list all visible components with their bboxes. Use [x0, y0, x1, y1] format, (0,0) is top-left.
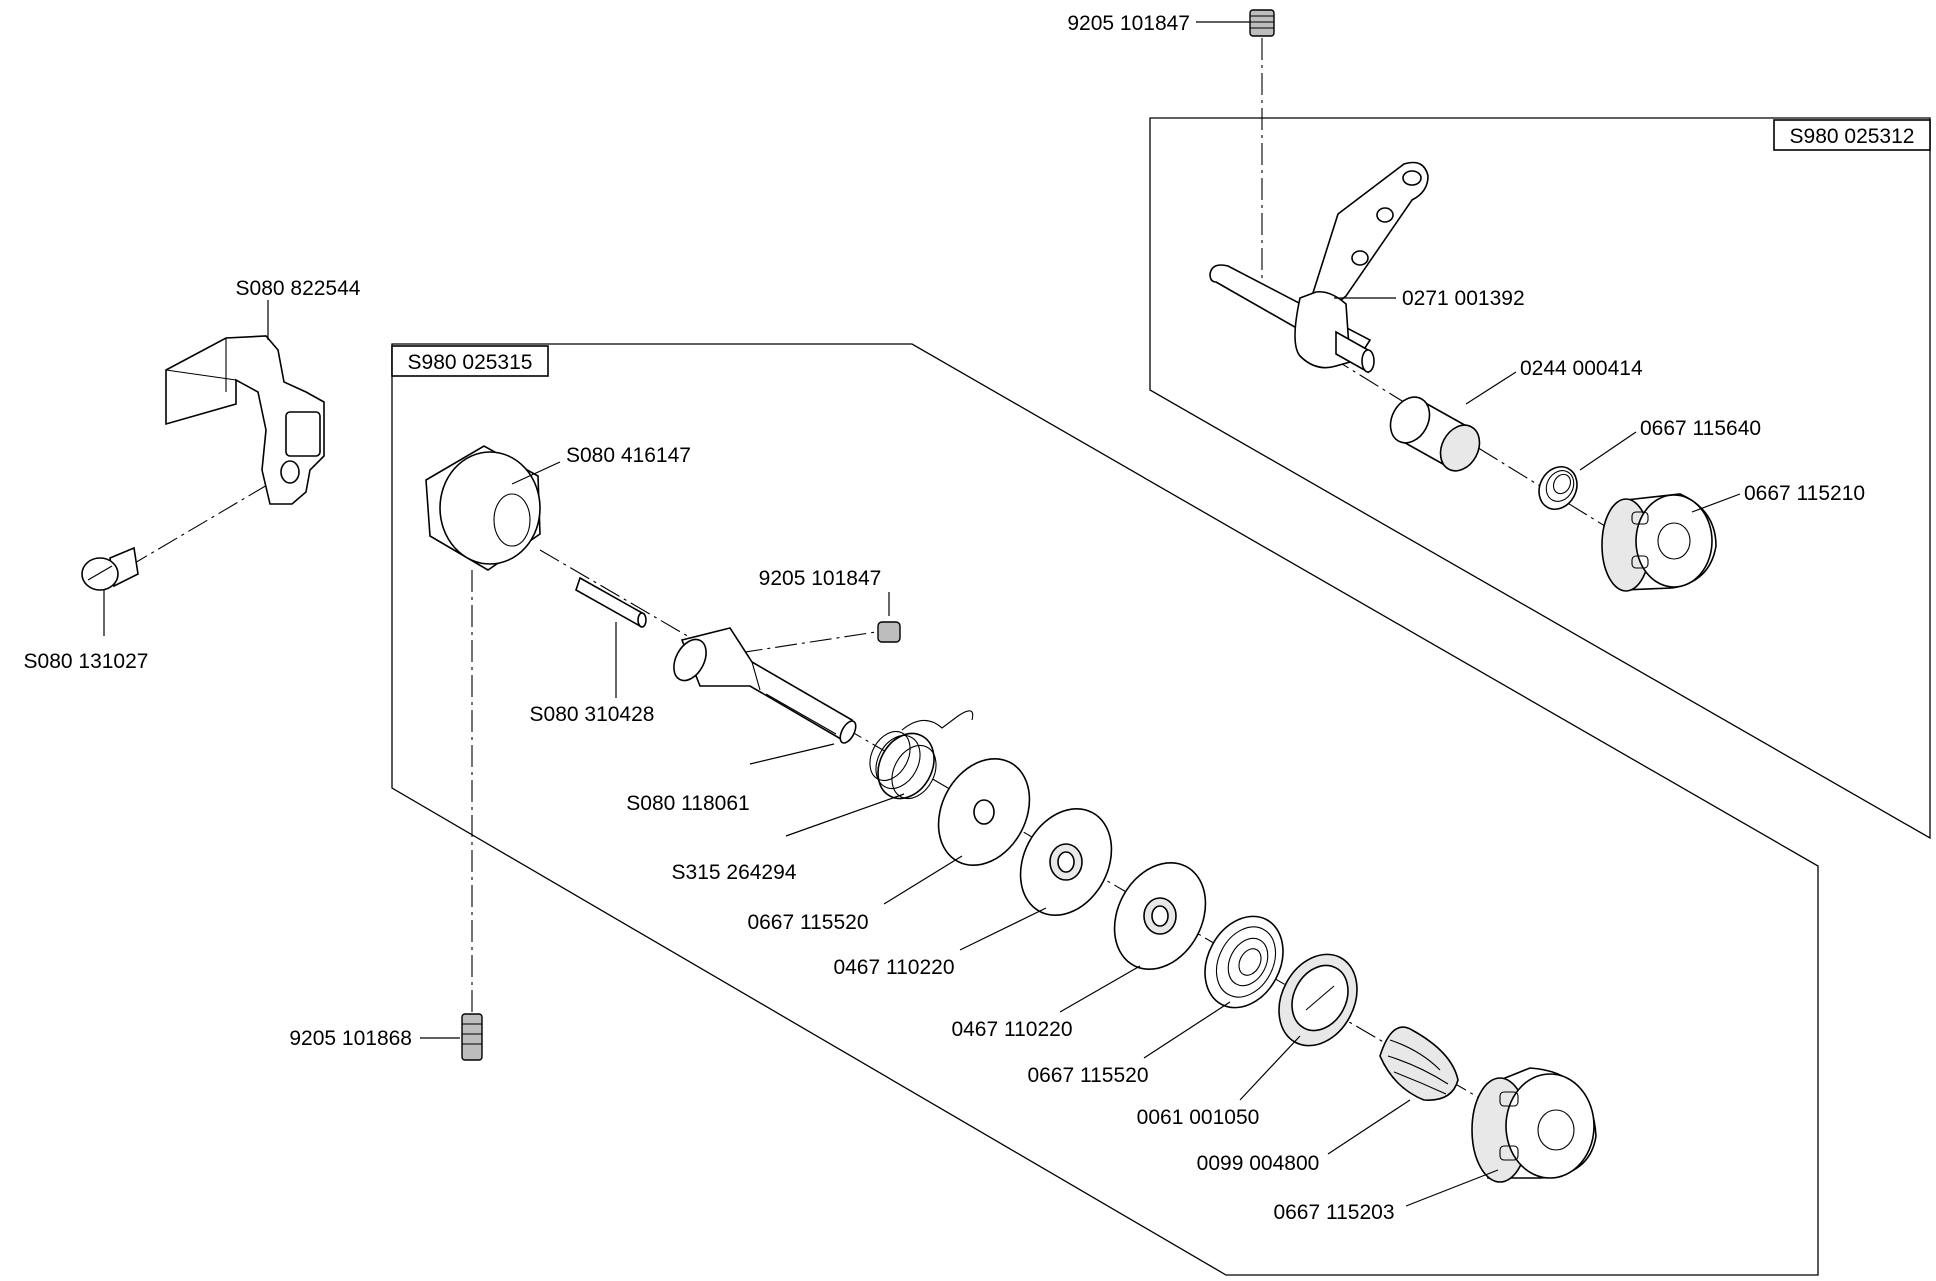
label-p13: 0667 115520: [747, 911, 868, 934]
label-p1: 9205 101847: [1067, 12, 1190, 35]
label-p12: S315 264294: [672, 861, 797, 884]
set-screw-center: [877, 621, 901, 643]
leader-p8: [511, 461, 561, 485]
leader-p16: [1143, 1001, 1231, 1059]
leader-p4: [1579, 431, 1637, 471]
label-p18: 0099 004800: [1197, 1152, 1320, 1175]
leader-p18: [1327, 1099, 1411, 1155]
dowel-pin: [575, 576, 647, 628]
tension-disc-b: [1113, 861, 1207, 971]
assembly-tag-center: S980 025315: [391, 345, 549, 377]
conical-spring: [1379, 1026, 1459, 1101]
leader-p17: [1239, 1035, 1301, 1101]
label-p11: S080 118061: [626, 792, 749, 815]
label-p2: 0271 001392: [1402, 287, 1525, 310]
label-p14: 0467 110220: [833, 956, 954, 979]
leader-p5: [1691, 493, 1741, 513]
leader-p13: [883, 855, 963, 905]
label-p9: 9205 101847: [759, 567, 882, 590]
ribbed-washer: [1204, 915, 1284, 1009]
axis-upper-stack: [1299, 337, 1661, 561]
leader-p3: [1465, 371, 1517, 405]
assembly-tag-upper-right-text: S980 025312: [1790, 125, 1915, 148]
axis-bracket-screw: [127, 467, 297, 568]
slotted-shaft: [673, 627, 857, 744]
leader-p19: [1405, 1169, 1499, 1207]
label-p16: 0667 115520: [1027, 1064, 1148, 1087]
large-bushing: [425, 445, 541, 571]
knob-upper: [1601, 493, 1717, 592]
bracket-screw: [81, 546, 139, 591]
tension-disc-a: [1019, 807, 1113, 917]
assembly-tag-center-text: S980 025315: [408, 351, 533, 374]
leader-p11: [749, 743, 835, 765]
label-p7: S080 131027: [24, 650, 149, 673]
small-spring: [1538, 466, 1578, 510]
slotted-disc: [1278, 953, 1358, 1047]
crank-lever: [1209, 161, 1429, 374]
label-p17: 0061 001050: [1137, 1106, 1260, 1129]
assembly-frame-center: [391, 343, 1819, 1276]
label-p15: 0467 110220: [951, 1018, 1072, 1041]
set-screw-bottom: [461, 1013, 483, 1061]
label-p8: S080 416147: [566, 444, 691, 467]
leader-p14: [959, 907, 1047, 951]
bracket: [165, 335, 325, 505]
flat-washer: [937, 757, 1031, 867]
assembly-frame-upper-right: [1149, 117, 1931, 840]
leader-p15: [1059, 965, 1141, 1013]
label-p19: 0667 115203: [1273, 1201, 1394, 1224]
knob-lower: [1471, 1067, 1597, 1183]
torsion-spring: [869, 710, 974, 800]
label-p4: 0667 115640: [1640, 417, 1761, 440]
assembly-tag-upper-right: S980 025312: [1773, 119, 1931, 151]
label-p5: 0667 115210: [1744, 482, 1865, 505]
label-p6: S080 822544: [236, 277, 361, 300]
label-p20: 9205 101868: [289, 1027, 412, 1050]
bushing: [1389, 396, 1481, 472]
label-p3: 0244 000414: [1520, 357, 1643, 380]
label-p10: S080 310428: [530, 703, 655, 726]
leader-p12: [785, 793, 905, 837]
set-screw-top: [1249, 9, 1275, 37]
